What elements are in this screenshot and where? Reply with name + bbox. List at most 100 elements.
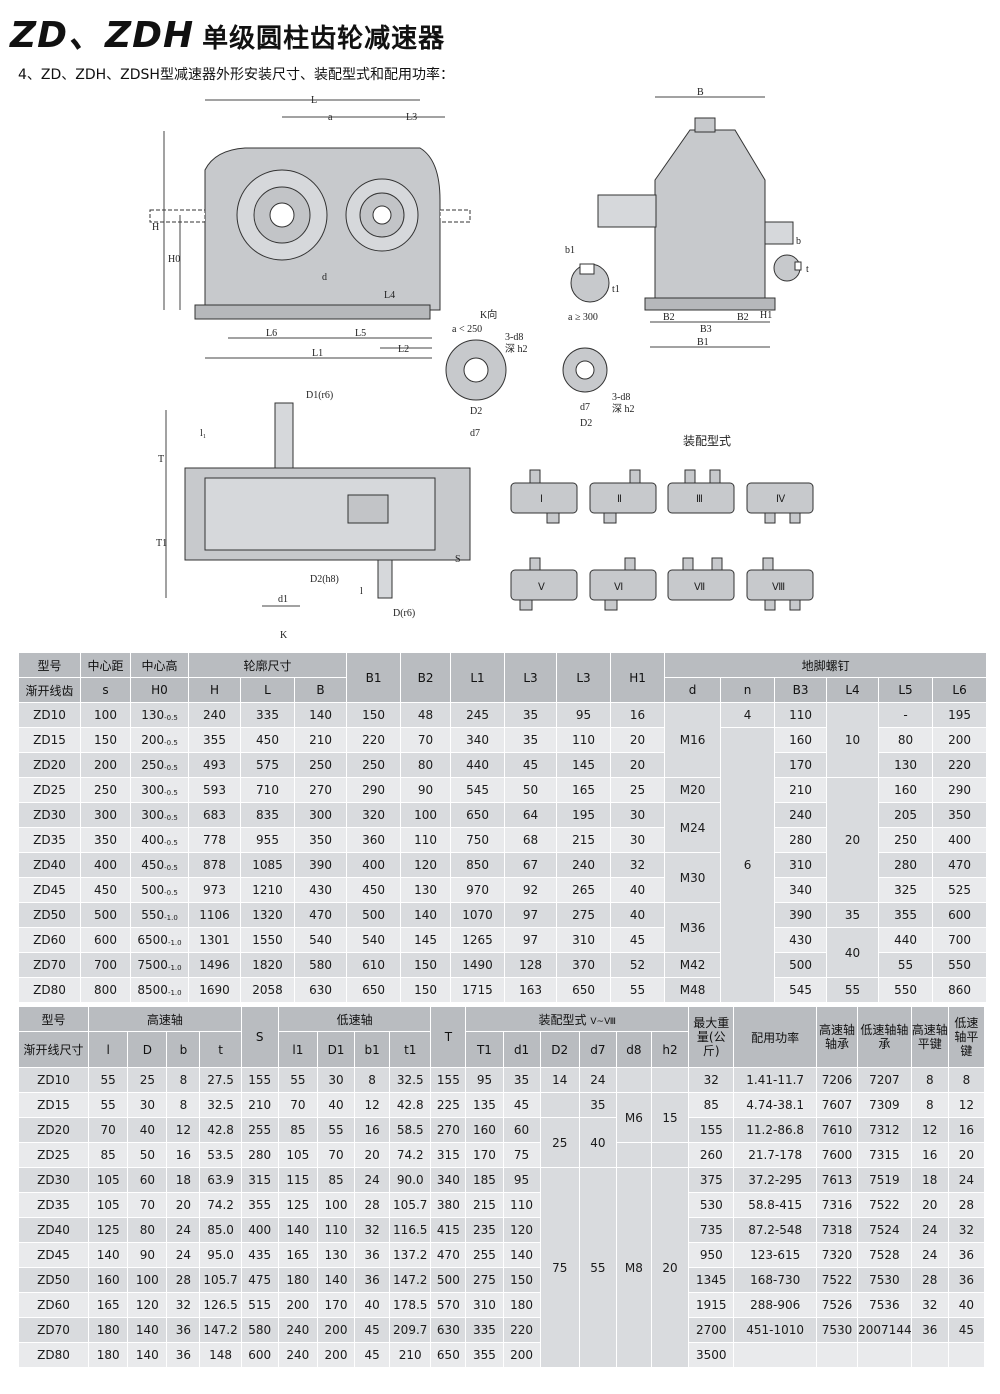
k-view-label: K向 xyxy=(480,308,497,321)
cell-value: 105.7 xyxy=(199,1267,242,1293)
cell-value: 240 xyxy=(277,1317,318,1343)
cell-value: 415 xyxy=(430,1217,467,1243)
cell-value: 85.0 xyxy=(199,1217,242,1243)
t2-col-d7: d7 xyxy=(578,1031,617,1068)
cell-value: 440 xyxy=(450,752,506,778)
cell-H0: 250-0.5 xyxy=(130,752,189,778)
cell-h2-empty xyxy=(650,1067,690,1093)
col-n: n xyxy=(720,677,776,703)
cell-value: 70 xyxy=(88,1117,129,1143)
cell-value: 7315 xyxy=(857,1142,912,1168)
cell-merged-d_M30: M30 xyxy=(664,852,722,903)
col-B1: B1 xyxy=(346,652,402,703)
cell-L5: 355 xyxy=(878,902,934,928)
cell-value: 24 xyxy=(354,1167,391,1193)
cell-value: 1070 xyxy=(450,902,506,928)
cell-value: 7318 xyxy=(815,1217,859,1243)
svg-text:Ⅷ: Ⅷ xyxy=(772,582,785,593)
cell-value: 85 xyxy=(688,1092,735,1118)
dim-T1: T1 xyxy=(156,538,167,549)
cell-value: 140 xyxy=(502,1242,541,1268)
cell-value: 1550 xyxy=(240,927,295,953)
t2-col-b: b xyxy=(166,1031,201,1068)
cell-value: 125 xyxy=(277,1192,318,1218)
cell-value: 147.2 xyxy=(199,1317,242,1343)
cell-value: 400 xyxy=(240,1217,279,1243)
dim-d1: d1 xyxy=(278,594,288,605)
cell-value: 55 xyxy=(277,1067,318,1093)
cell-value: 335 xyxy=(465,1317,504,1343)
cell-value: 150 xyxy=(400,977,452,1003)
t2-col-gear: 渐开线尺寸 xyxy=(17,1031,90,1068)
cell-value: 650 xyxy=(346,977,402,1003)
cell-D2: 75 xyxy=(539,1167,580,1368)
cell-value: 45 xyxy=(354,1342,391,1368)
cell-B3: 310 xyxy=(774,852,828,878)
cell-value: 110 xyxy=(316,1217,356,1243)
cell-value: 145 xyxy=(556,752,612,778)
cell-value: 105 xyxy=(277,1142,318,1168)
cell-value: 955 xyxy=(240,827,295,853)
cell-value: 315 xyxy=(430,1142,467,1168)
cell-value: 1085 xyxy=(240,852,295,878)
t2-col-power: 配用功率 xyxy=(733,1006,817,1068)
cell-L5: 160 xyxy=(878,777,934,803)
cell-L5: 550 xyxy=(878,977,934,1003)
cell-value: 7316 xyxy=(815,1192,859,1218)
cell-value: 160 xyxy=(465,1117,504,1143)
cell-value: 650 xyxy=(430,1342,467,1368)
dim-a: a xyxy=(328,112,333,123)
dim-B2b: B2 xyxy=(737,312,749,323)
cell-value: 7530 xyxy=(857,1267,912,1293)
cell-value: 40 xyxy=(354,1292,391,1318)
cell-value: 140 xyxy=(127,1317,168,1343)
cell-B3: 160 xyxy=(774,727,828,753)
cell-merged-L4_10: 10 xyxy=(826,702,880,778)
cell-h2: 20 xyxy=(650,1167,690,1368)
cell-value: 95 xyxy=(465,1067,504,1093)
cell-value: 25 xyxy=(127,1067,168,1093)
cell-B3: 340 xyxy=(774,877,828,903)
t2-col-d1: d1 xyxy=(502,1031,541,1068)
dim-D2b: D2 xyxy=(580,418,592,429)
cell-value: 275 xyxy=(556,902,612,928)
cell-value: 8 xyxy=(166,1067,201,1093)
dim-l: l xyxy=(360,586,363,597)
cell-merged-d_M36: M36 xyxy=(664,902,722,953)
cell-value: 30 xyxy=(127,1092,168,1118)
cell-merged-d_M42: M42 xyxy=(664,952,722,978)
col-L5: L5 xyxy=(878,677,934,703)
cell-value: 195 xyxy=(556,802,612,828)
cell-L6: 700 xyxy=(932,927,988,953)
cell-value: 245 xyxy=(450,702,506,728)
col-model: 型号 xyxy=(18,652,81,678)
cell-value: 40 xyxy=(610,902,666,928)
svg-text:Ⅵ: Ⅵ xyxy=(614,582,623,593)
dim-Dr6: D(r6) xyxy=(393,608,415,619)
cell-value: 20 xyxy=(166,1192,201,1218)
cell-s: 800 xyxy=(80,977,131,1003)
cell-value: 7522 xyxy=(857,1192,912,1218)
cell-value: 8 xyxy=(354,1067,391,1093)
cell-value: 36 xyxy=(166,1317,201,1343)
cell-value: 7312 xyxy=(857,1117,912,1143)
cell-value: 30 xyxy=(610,827,666,853)
cell-value: 100 xyxy=(316,1192,356,1218)
cell-value: 53.5 xyxy=(199,1142,242,1168)
cell-L6: 600 xyxy=(932,902,988,928)
cell-value: 20 xyxy=(947,1142,986,1168)
cell-value: 120 xyxy=(400,852,452,878)
cell-value: 180 xyxy=(277,1267,318,1293)
cell-value: ZD10 xyxy=(17,1067,90,1093)
cell-value: 400 xyxy=(346,852,402,878)
dim-H: H xyxy=(152,222,159,233)
cell-value: 80 xyxy=(127,1217,168,1243)
cell-value: ZD30 xyxy=(17,1167,90,1193)
cell-value: 28 xyxy=(910,1267,949,1293)
cell-model: ZD50 xyxy=(18,902,81,928)
cell-value: 18 xyxy=(910,1167,949,1193)
cell-s: 300 xyxy=(80,802,131,828)
